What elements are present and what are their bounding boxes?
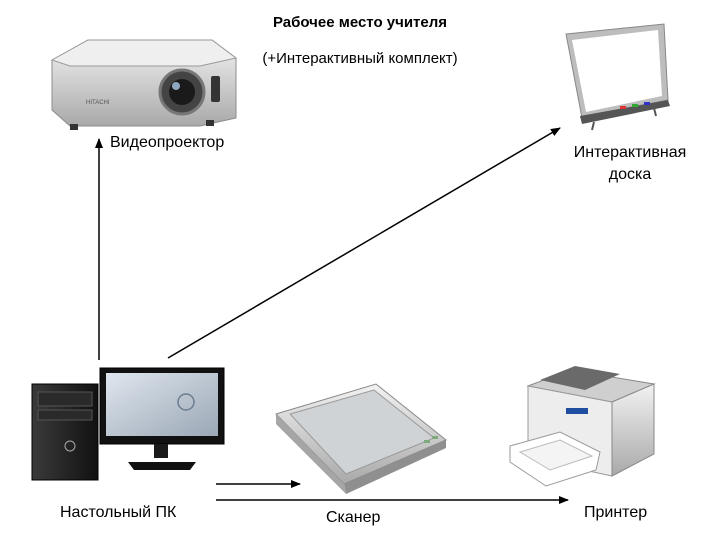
- scanner-image: [275, 383, 447, 494]
- projector-brand: HITACHI: [86, 100, 110, 106]
- label-scanner: Сканер: [326, 509, 381, 526]
- label-board-line1: Интерактивная: [573, 144, 687, 161]
- diagram-title: Рабочее место учителя: [272, 14, 448, 31]
- label-projector: Видеопроектор: [110, 134, 225, 151]
- arrow-pc-to-board: [167, 127, 561, 359]
- label-pc: Настольный ПК: [60, 504, 177, 521]
- whiteboard-image: [565, 23, 670, 131]
- diagram-subtitle: (+Интерактивный комплект): [262, 50, 458, 67]
- projector-image: HITACHI: [50, 39, 238, 130]
- label-board-line2: доска: [608, 166, 652, 183]
- label-printer: Принтер: [584, 504, 648, 521]
- desktop-pc-image: [31, 367, 225, 481]
- printer-image: [509, 366, 656, 487]
- label-board: Интерактивная доска: [560, 142, 700, 186]
